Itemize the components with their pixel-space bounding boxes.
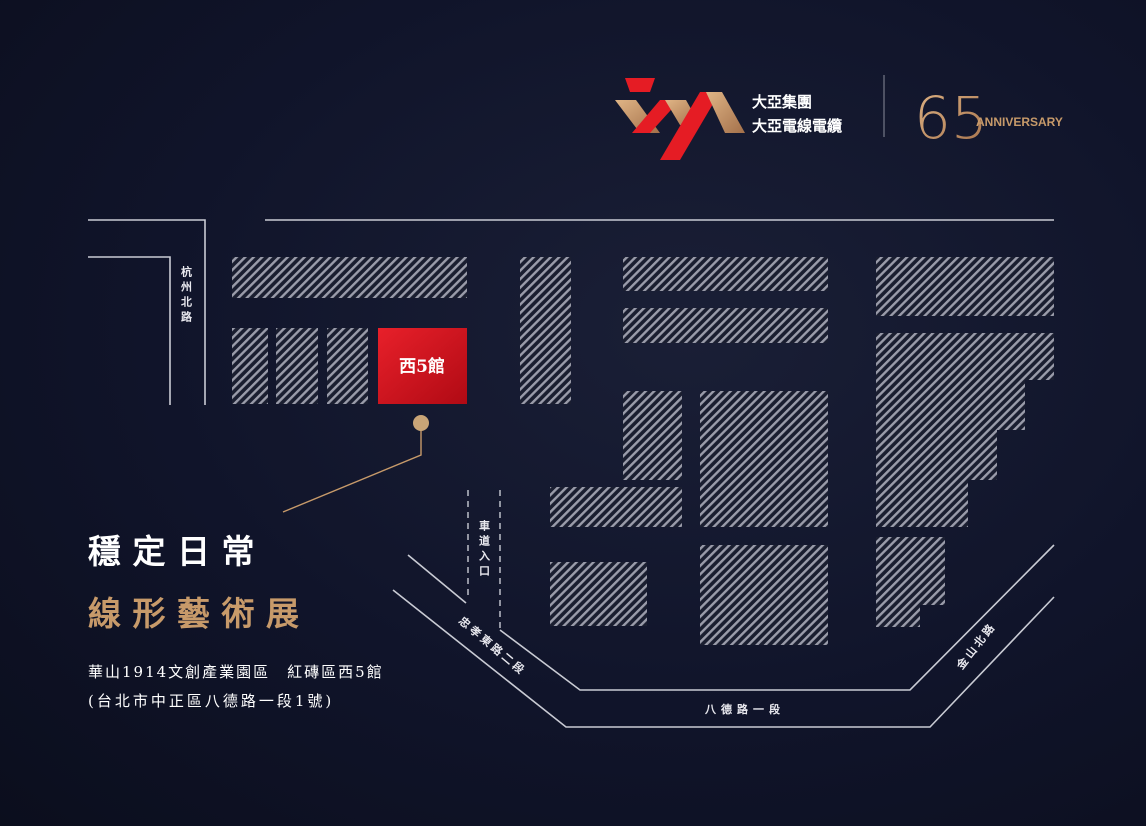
logo-group-name: 大亞集團: [752, 93, 812, 111]
anniversary-label: ANNIVERSARY: [976, 115, 1063, 129]
anniversary-logo: 65 ANNIVERSARY: [914, 84, 1063, 152]
company-logo: 大亞集團 大亞電線電纜: [615, 78, 842, 160]
anniversary-number: 65: [914, 84, 988, 152]
buildings: [232, 257, 1054, 645]
location-pin: [282, 415, 429, 513]
logo-company-name: 大亞電線電纜: [752, 117, 842, 135]
road-label-bade: 八德路一段: [704, 702, 785, 716]
roads: [88, 219, 1055, 728]
event-subtitle: 線 形 藝 術 展: [88, 594, 299, 633]
venue-label: 西5館: [399, 356, 445, 377]
event-title: 穩 定 日 常: [88, 532, 254, 571]
road-label-jinshan: 金山北路: [953, 619, 999, 673]
event-address-line2: (台北市中正區八德路一段1號): [88, 692, 334, 710]
road-label-hangzhou: 杭州北路: [180, 265, 194, 326]
venue-west-5[interactable]: 西5館: [378, 328, 467, 404]
event-address-line1: 華山1914文創產業園區 紅磚區西5館: [88, 663, 384, 681]
road-label-driveway: 車道入口: [478, 519, 491, 580]
